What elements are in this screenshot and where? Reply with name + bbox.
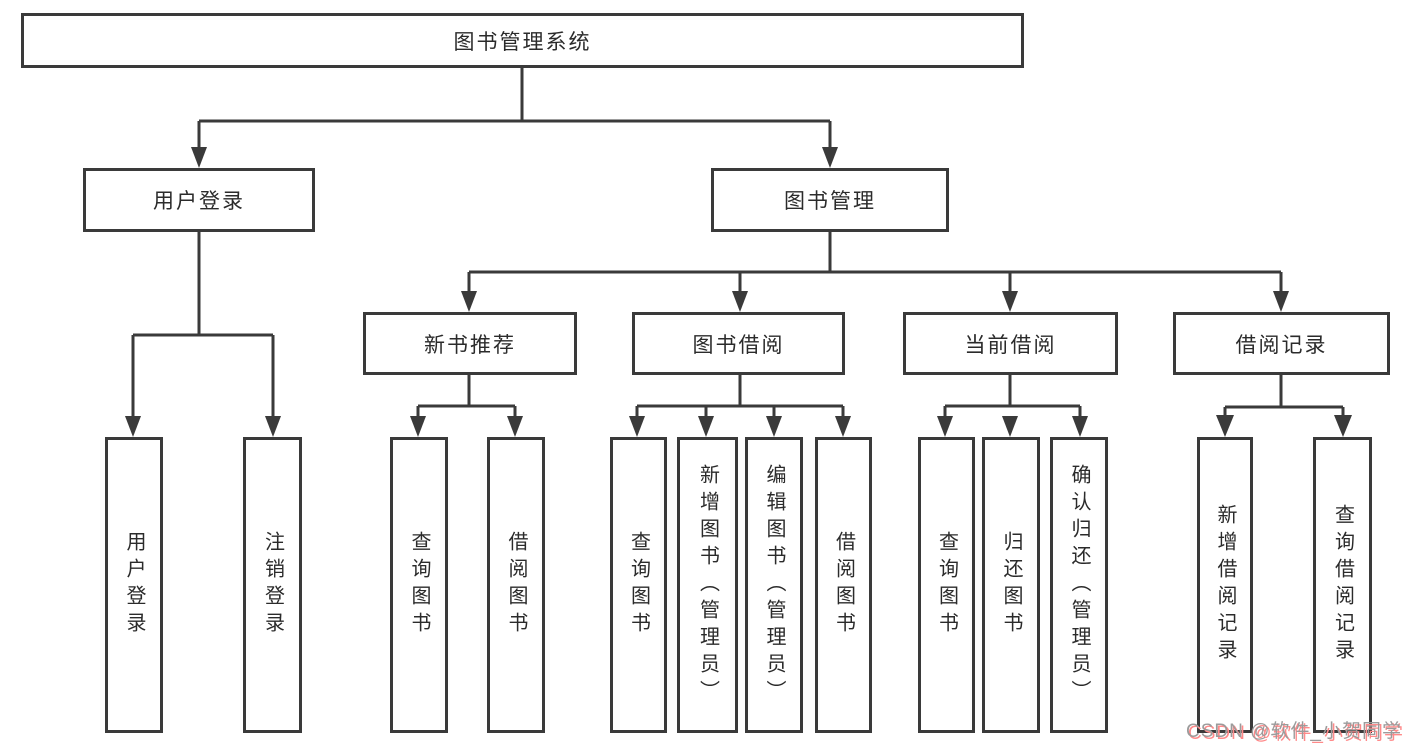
connector-book-borrow-children xyxy=(629,375,851,437)
node-new-book-recommend-label: 新书推荐 xyxy=(424,333,516,357)
arrowhead-icon xyxy=(732,291,748,312)
arrowhead-icon xyxy=(1002,291,1018,312)
node-leaf-nb-borrow-book-label: 借阅图书 xyxy=(505,531,527,639)
arrowhead-icon xyxy=(191,147,207,168)
arrowhead-icon xyxy=(1002,416,1018,437)
arrowhead-icon xyxy=(1072,416,1088,437)
arrowhead-icon xyxy=(629,416,645,437)
node-leaf-nb-query-book-label: 查询图书 xyxy=(408,531,430,639)
node-leaf-bb-query-book: 查询图书 xyxy=(610,437,667,733)
node-leaf-bb-edit-book: 编辑图书（管理员） xyxy=(745,437,803,733)
node-leaf-cb-return-book: 归还图书 xyxy=(982,437,1040,733)
node-borrow-record-label: 借阅记录 xyxy=(1235,333,1328,357)
node-leaf-user-login: 用户登录 xyxy=(105,437,163,733)
node-leaf-br-add-record: 新增借阅记录 xyxy=(1197,437,1253,733)
arrowhead-icon xyxy=(461,291,477,312)
node-current-borrow-label: 当前借阅 xyxy=(964,333,1057,357)
arrowhead-icon xyxy=(1334,415,1352,437)
arrowhead-icon xyxy=(766,416,782,437)
arrowhead-icon xyxy=(410,416,426,437)
node-current-borrow: 当前借阅 xyxy=(903,312,1118,375)
node-root-label: 图书管理系统 xyxy=(453,30,592,54)
arrowhead-icon xyxy=(1273,291,1289,312)
node-leaf-bb-borrow-book-label: 借阅图书 xyxy=(832,531,855,639)
node-root: 图书管理系统 xyxy=(21,13,1024,68)
arrowhead-icon xyxy=(835,416,851,437)
node-borrow-record: 借阅记录 xyxy=(1173,312,1390,375)
arrowhead-icon xyxy=(1216,415,1234,437)
node-leaf-nb-query-book: 查询图书 xyxy=(390,437,448,733)
node-book-management-label: 图书管理 xyxy=(784,190,876,213)
node-leaf-br-add-record-label: 新增借阅记录 xyxy=(1214,504,1236,666)
watermark: CSDN @软件_小贺同学 xyxy=(1186,721,1402,742)
connector-user-login-children xyxy=(125,232,281,437)
arrowhead-icon xyxy=(125,416,141,437)
node-leaf-br-query-record: 查询借阅记录 xyxy=(1313,437,1372,733)
node-leaf-bb-borrow-book: 借阅图书 xyxy=(815,437,872,733)
node-leaf-cb-return-book-label: 归还图书 xyxy=(1000,531,1022,639)
arrowhead-icon xyxy=(265,416,281,437)
connector-current-borrow-children xyxy=(937,375,1088,437)
arrowhead-icon xyxy=(822,147,838,168)
node-book-borrow-label: 图书借阅 xyxy=(692,333,785,357)
node-leaf-user-login-label: 用户登录 xyxy=(123,531,145,639)
arrowhead-icon xyxy=(507,416,523,437)
connector-root-to-level2 xyxy=(191,68,838,168)
node-leaf-bb-edit-book-label: 编辑图书（管理员） xyxy=(763,463,785,707)
connector-new-book-recommend-children xyxy=(410,375,523,437)
node-leaf-bb-add-book: 新增图书（管理员） xyxy=(677,437,738,733)
node-leaf-bb-add-book-label: 新增图书（管理员） xyxy=(696,463,719,707)
node-leaf-br-query-record-label: 查询借阅记录 xyxy=(1331,504,1354,666)
node-leaf-cb-query-book: 查询图书 xyxy=(918,437,975,733)
node-leaf-bb-query-book-label: 查询图书 xyxy=(627,531,650,639)
node-user-login: 用户登录 xyxy=(83,168,315,232)
node-book-management: 图书管理 xyxy=(711,168,949,232)
arrowhead-icon xyxy=(937,416,953,437)
node-leaf-nb-borrow-book: 借阅图书 xyxy=(487,437,545,733)
connector-book-management-children xyxy=(461,232,1289,312)
node-leaf-logout: 注销登录 xyxy=(243,437,302,733)
node-leaf-logout-label: 注销登录 xyxy=(261,531,284,639)
node-user-login-label: 用户登录 xyxy=(153,190,245,213)
node-book-borrow: 图书借阅 xyxy=(632,312,845,375)
arrowhead-icon xyxy=(698,416,714,437)
node-leaf-cb-confirm-return: 确认归还（管理员） xyxy=(1050,437,1108,733)
node-new-book-recommend: 新书推荐 xyxy=(363,312,577,375)
node-leaf-cb-confirm-return-label: 确认归还（管理员） xyxy=(1068,463,1090,707)
connector-borrow-record-children xyxy=(1216,375,1352,437)
node-leaf-cb-query-book-label: 查询图书 xyxy=(935,531,958,639)
